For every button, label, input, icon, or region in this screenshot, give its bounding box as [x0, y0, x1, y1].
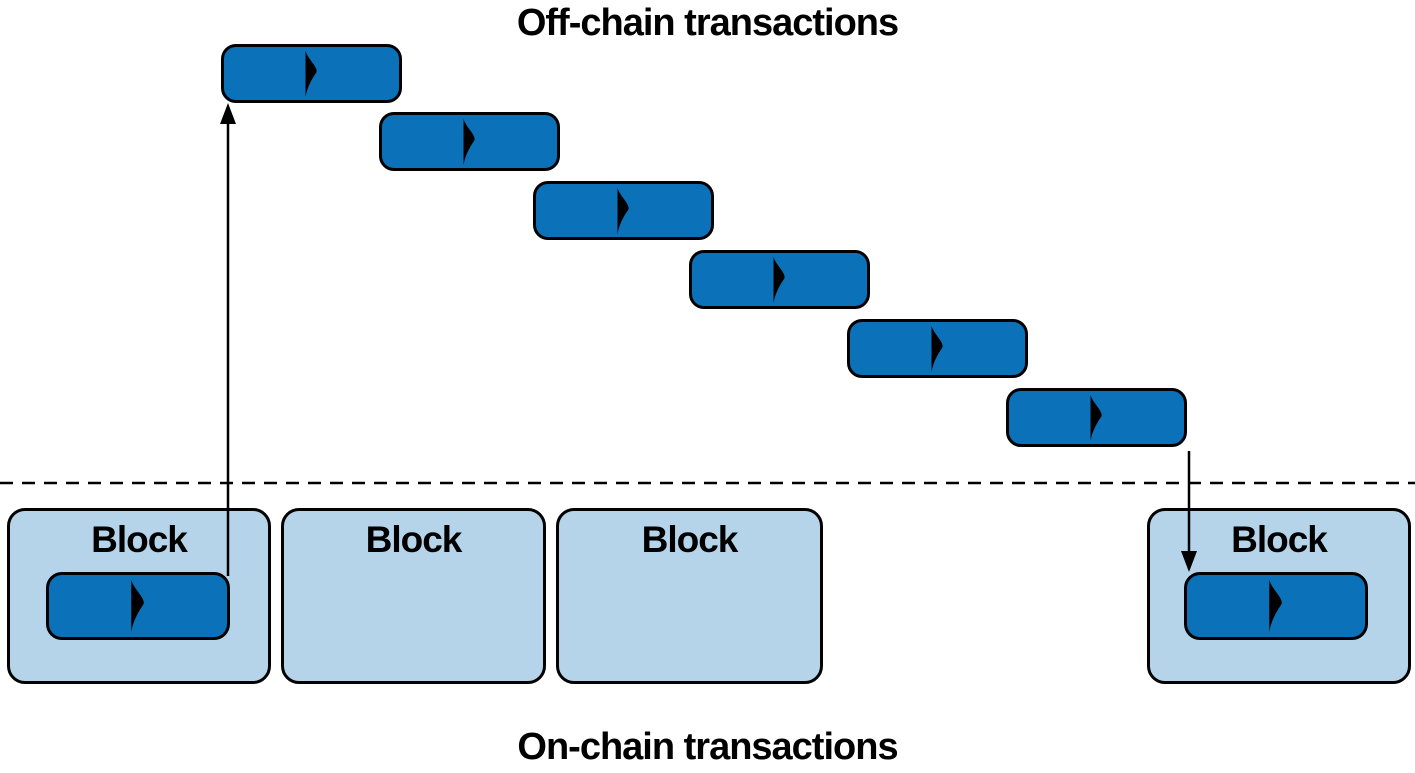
block-label: Block: [91, 519, 188, 560]
on-chain-transaction-in-block-4: [1184, 572, 1368, 640]
block-label: Block: [641, 519, 739, 560]
block-label: Block: [365, 519, 463, 560]
off-chain-transaction-3: [533, 181, 714, 240]
on-chain-title-text: On-chain transactions: [517, 726, 898, 768]
off-chain-transaction-5: [847, 319, 1028, 378]
transaction-marker-icon: [773, 256, 785, 303]
block-label: Block: [1231, 519, 1328, 560]
off-chain-transaction-6: [1006, 388, 1187, 447]
off-chain-title: Off-chain transactions: [0, 2, 1415, 45]
transaction-marker-icon: [1269, 580, 1282, 632]
off-chain-transaction-2: [379, 112, 560, 171]
commit-to-off-chain-arrow: [220, 103, 236, 576]
transaction-marker-icon: [305, 50, 317, 97]
off-chain-transaction-1: [221, 44, 402, 103]
transaction-marker-icon: [617, 187, 629, 234]
transaction-marker-icon: [931, 325, 943, 372]
transaction-marker-icon: [131, 580, 144, 632]
off-chain-transaction-4: [689, 250, 870, 309]
on-chain-title: On-chain transactions: [0, 726, 1415, 769]
transaction-marker-icon: [463, 118, 475, 165]
block-2: Block: [281, 508, 546, 684]
off-chain-title-text: Off-chain transactions: [516, 2, 899, 44]
block-4: Block: [1147, 508, 1411, 684]
block-1: Block: [7, 508, 271, 684]
transaction-marker-icon: [1090, 394, 1102, 441]
block-3: Block: [556, 508, 823, 684]
on-chain-transaction-in-block-1: [46, 572, 230, 640]
